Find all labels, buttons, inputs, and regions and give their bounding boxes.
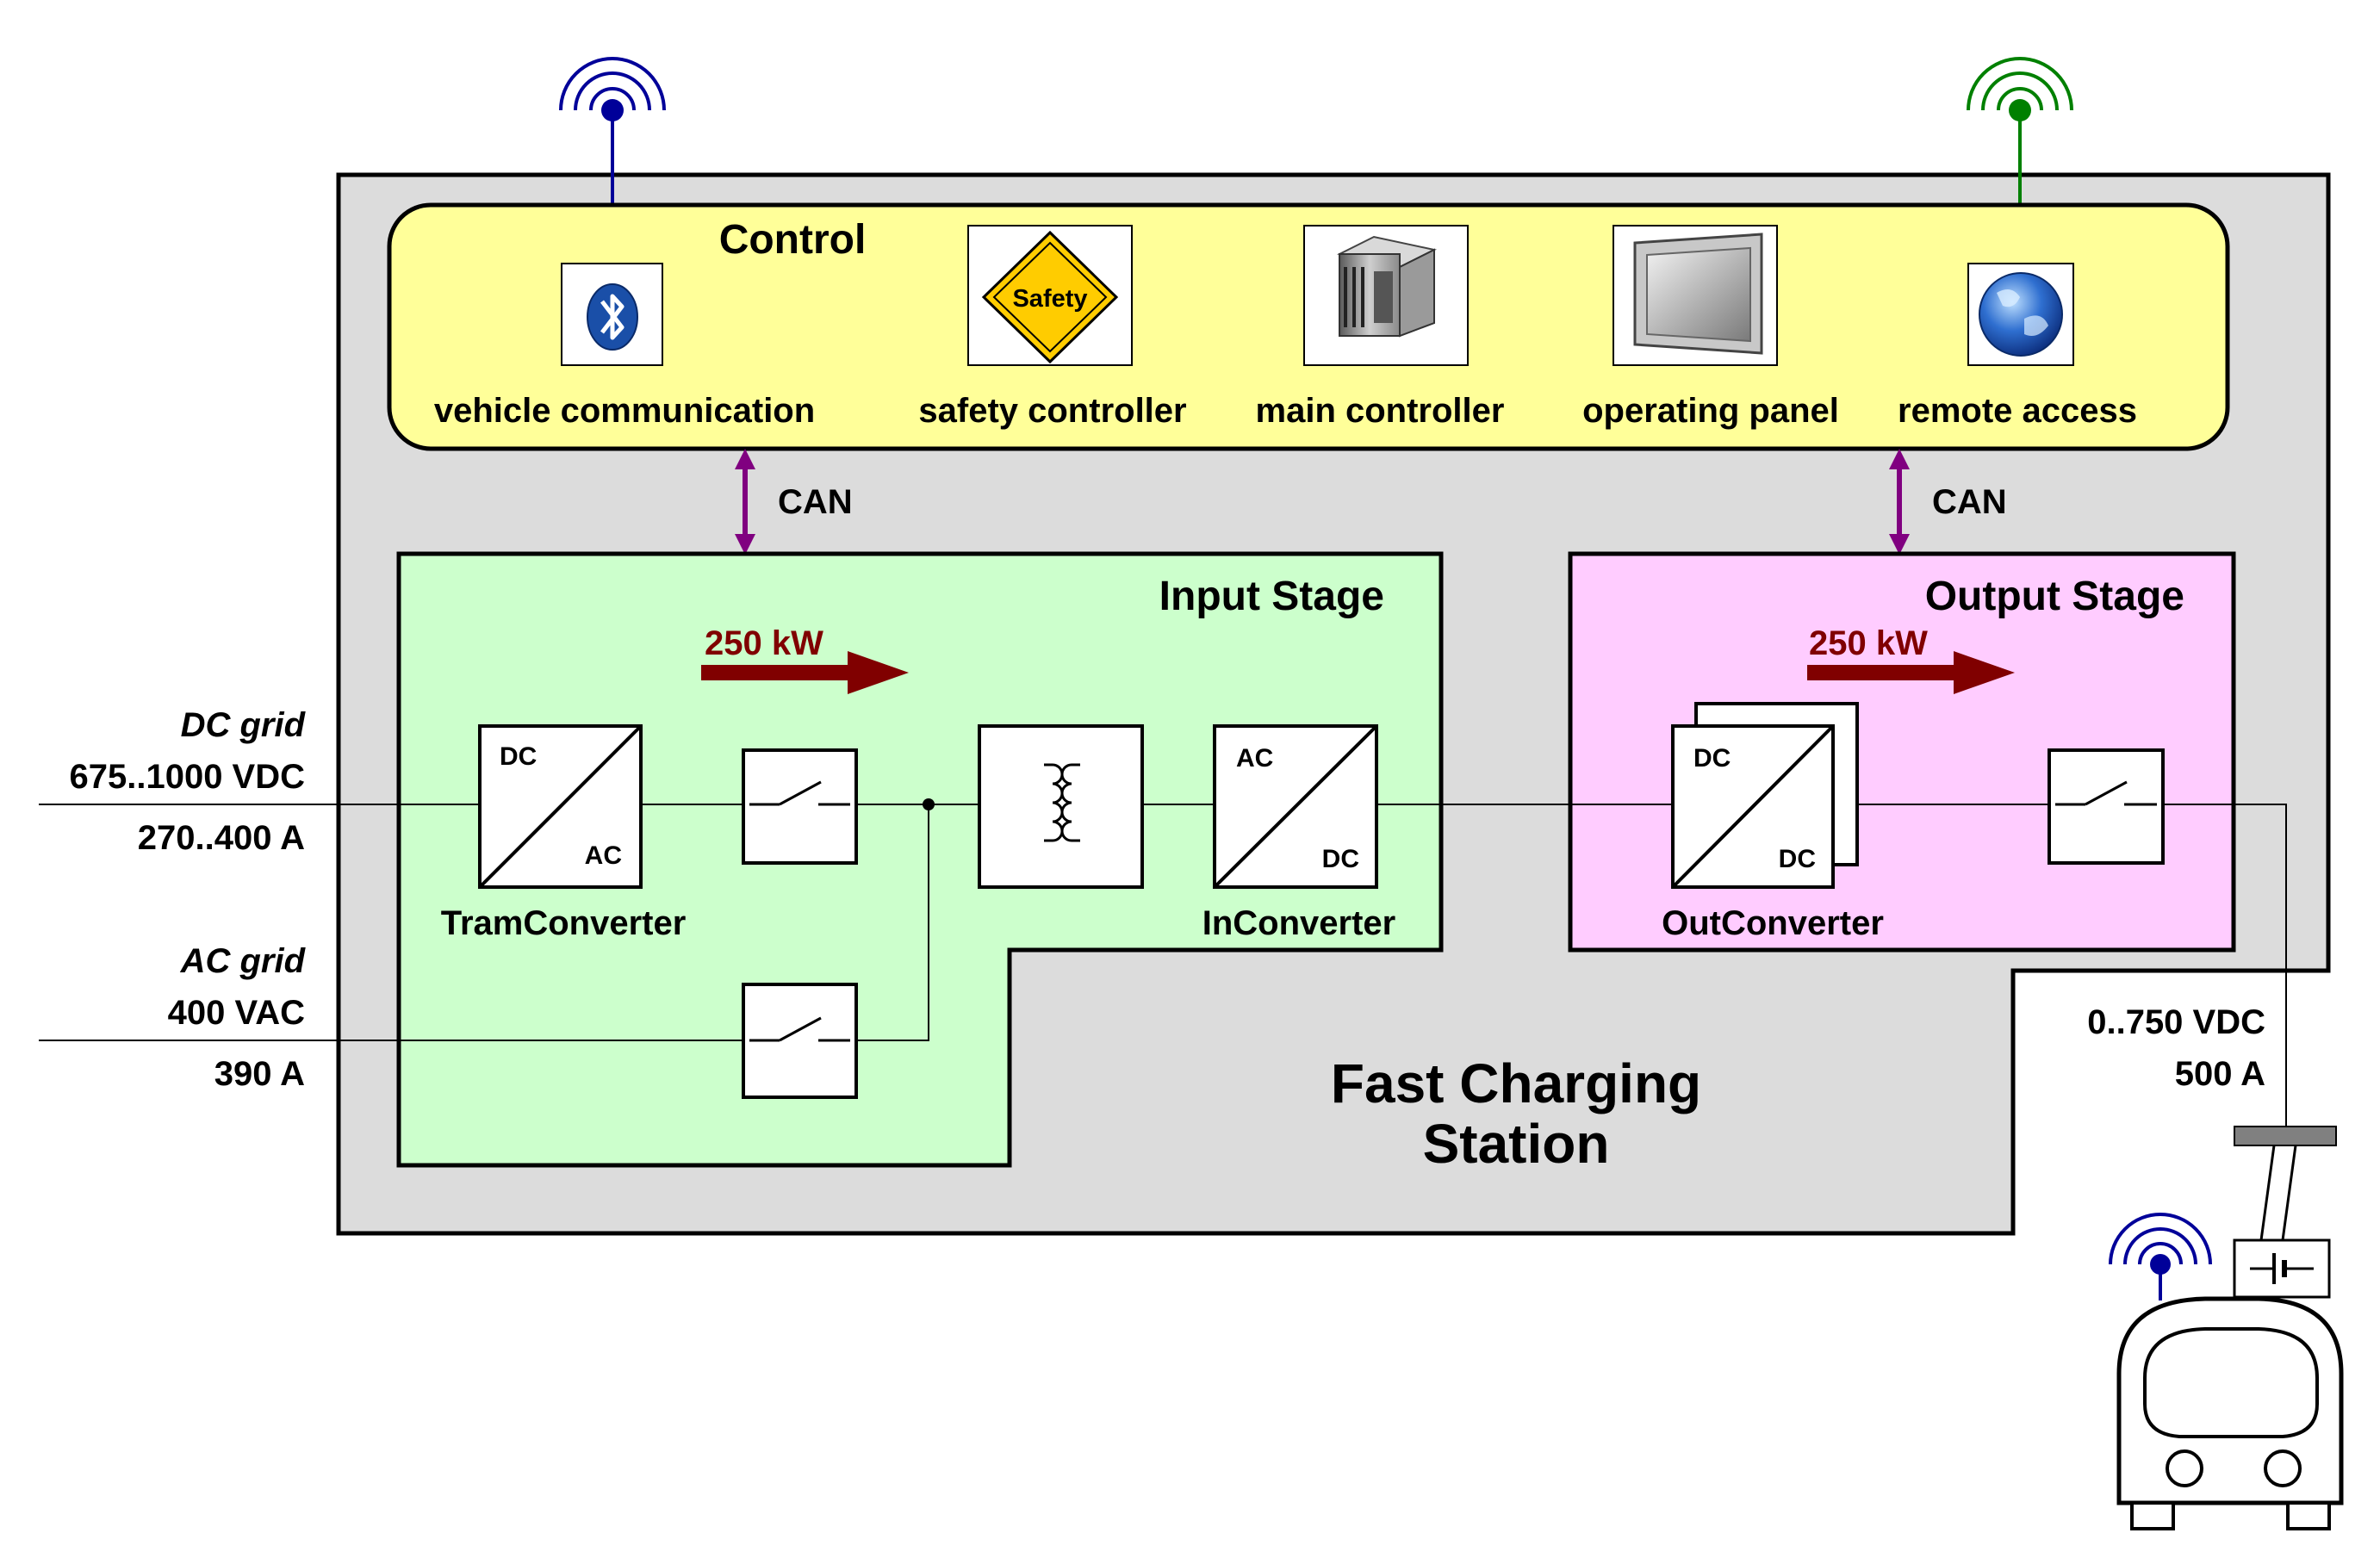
ac-grid-switch (742, 983, 858, 1099)
vehicle-communication-label: vehicle communication (434, 392, 815, 430)
dc-grid-switch (742, 748, 858, 865)
tram-converter-label: TramConverter (441, 904, 687, 942)
tram-wireless-antenna-icon (2109, 1213, 2212, 1300)
input-stage-power-label: 250 kW (705, 624, 823, 662)
input-stage-title: Input Stage (1159, 574, 1384, 619)
ac-grid-current: 390 A (214, 1055, 305, 1093)
in-converter-label: InConverter (1202, 904, 1396, 942)
in-converter-bottom: DC (1322, 845, 1359, 873)
tram-vehicle-icon (2116, 1296, 2344, 1530)
output-power-flow-arrow (1807, 651, 2015, 694)
main-controller-label: main controller (1256, 392, 1505, 430)
output-current: 500 A (2175, 1055, 2265, 1093)
ac-grid-voltage: 400 VAC (168, 994, 305, 1032)
dc-grid-name: DC grid (181, 706, 307, 744)
globe-icon (1967, 263, 2074, 366)
out-converter-label: OutConverter (1662, 904, 1884, 942)
output-switch (2048, 748, 2165, 865)
ac-grid-name: AC grid (180, 942, 307, 980)
safety-sign-icon: Safety (967, 225, 1133, 366)
pantograph-icon (2234, 1126, 2337, 1241)
display-panel-icon (1613, 225, 1778, 366)
remote-access-label: remote access (1898, 392, 2137, 430)
can-bus-left-arrow (735, 449, 755, 555)
station-title-line1: Fast Charging (1331, 1052, 1701, 1114)
station-title-line2: Station (1423, 1113, 1610, 1175)
dc-grid-current: 270..400 A (138, 819, 305, 857)
tram-converter-block: DC AC (478, 724, 643, 889)
dc-grid-voltage: 675..1000 VDC (69, 758, 305, 796)
tram-converter-top: DC (500, 742, 537, 771)
control-title: Control (719, 217, 867, 263)
output-stage-title: Output Stage (1925, 574, 2184, 619)
output-voltage: 0..750 VDC (2087, 1003, 2265, 1041)
out-converter-top: DC (1693, 744, 1731, 773)
can-right-label: CAN (1932, 483, 2007, 521)
tram-converter-bottom: AC (585, 841, 622, 870)
can-left-label: CAN (778, 483, 853, 521)
input-power-flow-arrow (701, 651, 909, 694)
transformer-block (978, 724, 1144, 889)
safety-sign-text: Safety (1012, 285, 1087, 313)
out-converter-bottom: DC (1779, 845, 1816, 873)
input-stage-panel (396, 551, 1444, 1168)
operating-panel-label: operating panel (1582, 392, 1839, 430)
in-converter-top: AC (1236, 744, 1273, 773)
can-bus-right-arrow (1889, 449, 1910, 555)
remote-wireless-antenna-icon (1967, 57, 2073, 263)
battery-icon (2233, 1238, 2331, 1299)
bluetooth-icon (561, 263, 663, 366)
out-converter-block: DC DC (1671, 702, 1859, 889)
power-wiring (39, 798, 2287, 1127)
safety-controller-label: safety controller (918, 392, 1186, 430)
in-converter-block: AC DC (1213, 724, 1378, 889)
controller-device-icon (1303, 225, 1469, 366)
output-stage-power-label: 250 kW (1809, 624, 1928, 662)
